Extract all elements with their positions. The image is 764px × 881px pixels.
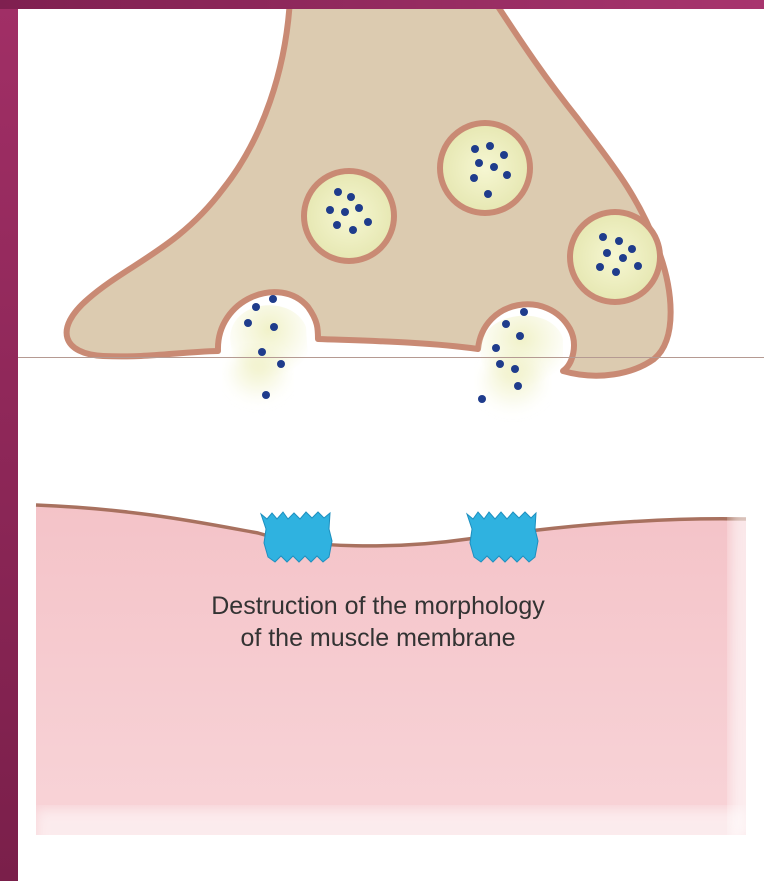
slide-accent-bar-top	[0, 0, 764, 9]
vesicle-release-site-left	[228, 295, 308, 409]
muscle-membrane	[36, 505, 746, 835]
caption-line-2: of the muscle membrane	[118, 622, 638, 654]
acetylcholine-receptor	[261, 512, 332, 562]
acetylcholine-receptor	[467, 512, 538, 562]
synaptic-vesicle	[304, 171, 394, 261]
synapse-diagram	[18, 9, 764, 881]
slide-accent-bar-left	[0, 0, 18, 881]
caption-line-1: Destruction of the morphology	[118, 590, 638, 622]
synaptic-vesicle	[440, 123, 530, 213]
horizontal-divider-line	[18, 357, 764, 358]
diagram-caption: Destruction of the morphology of the mus…	[118, 590, 638, 654]
vesicle-release-site-right	[478, 308, 563, 419]
synaptic-vesicle	[570, 212, 660, 302]
